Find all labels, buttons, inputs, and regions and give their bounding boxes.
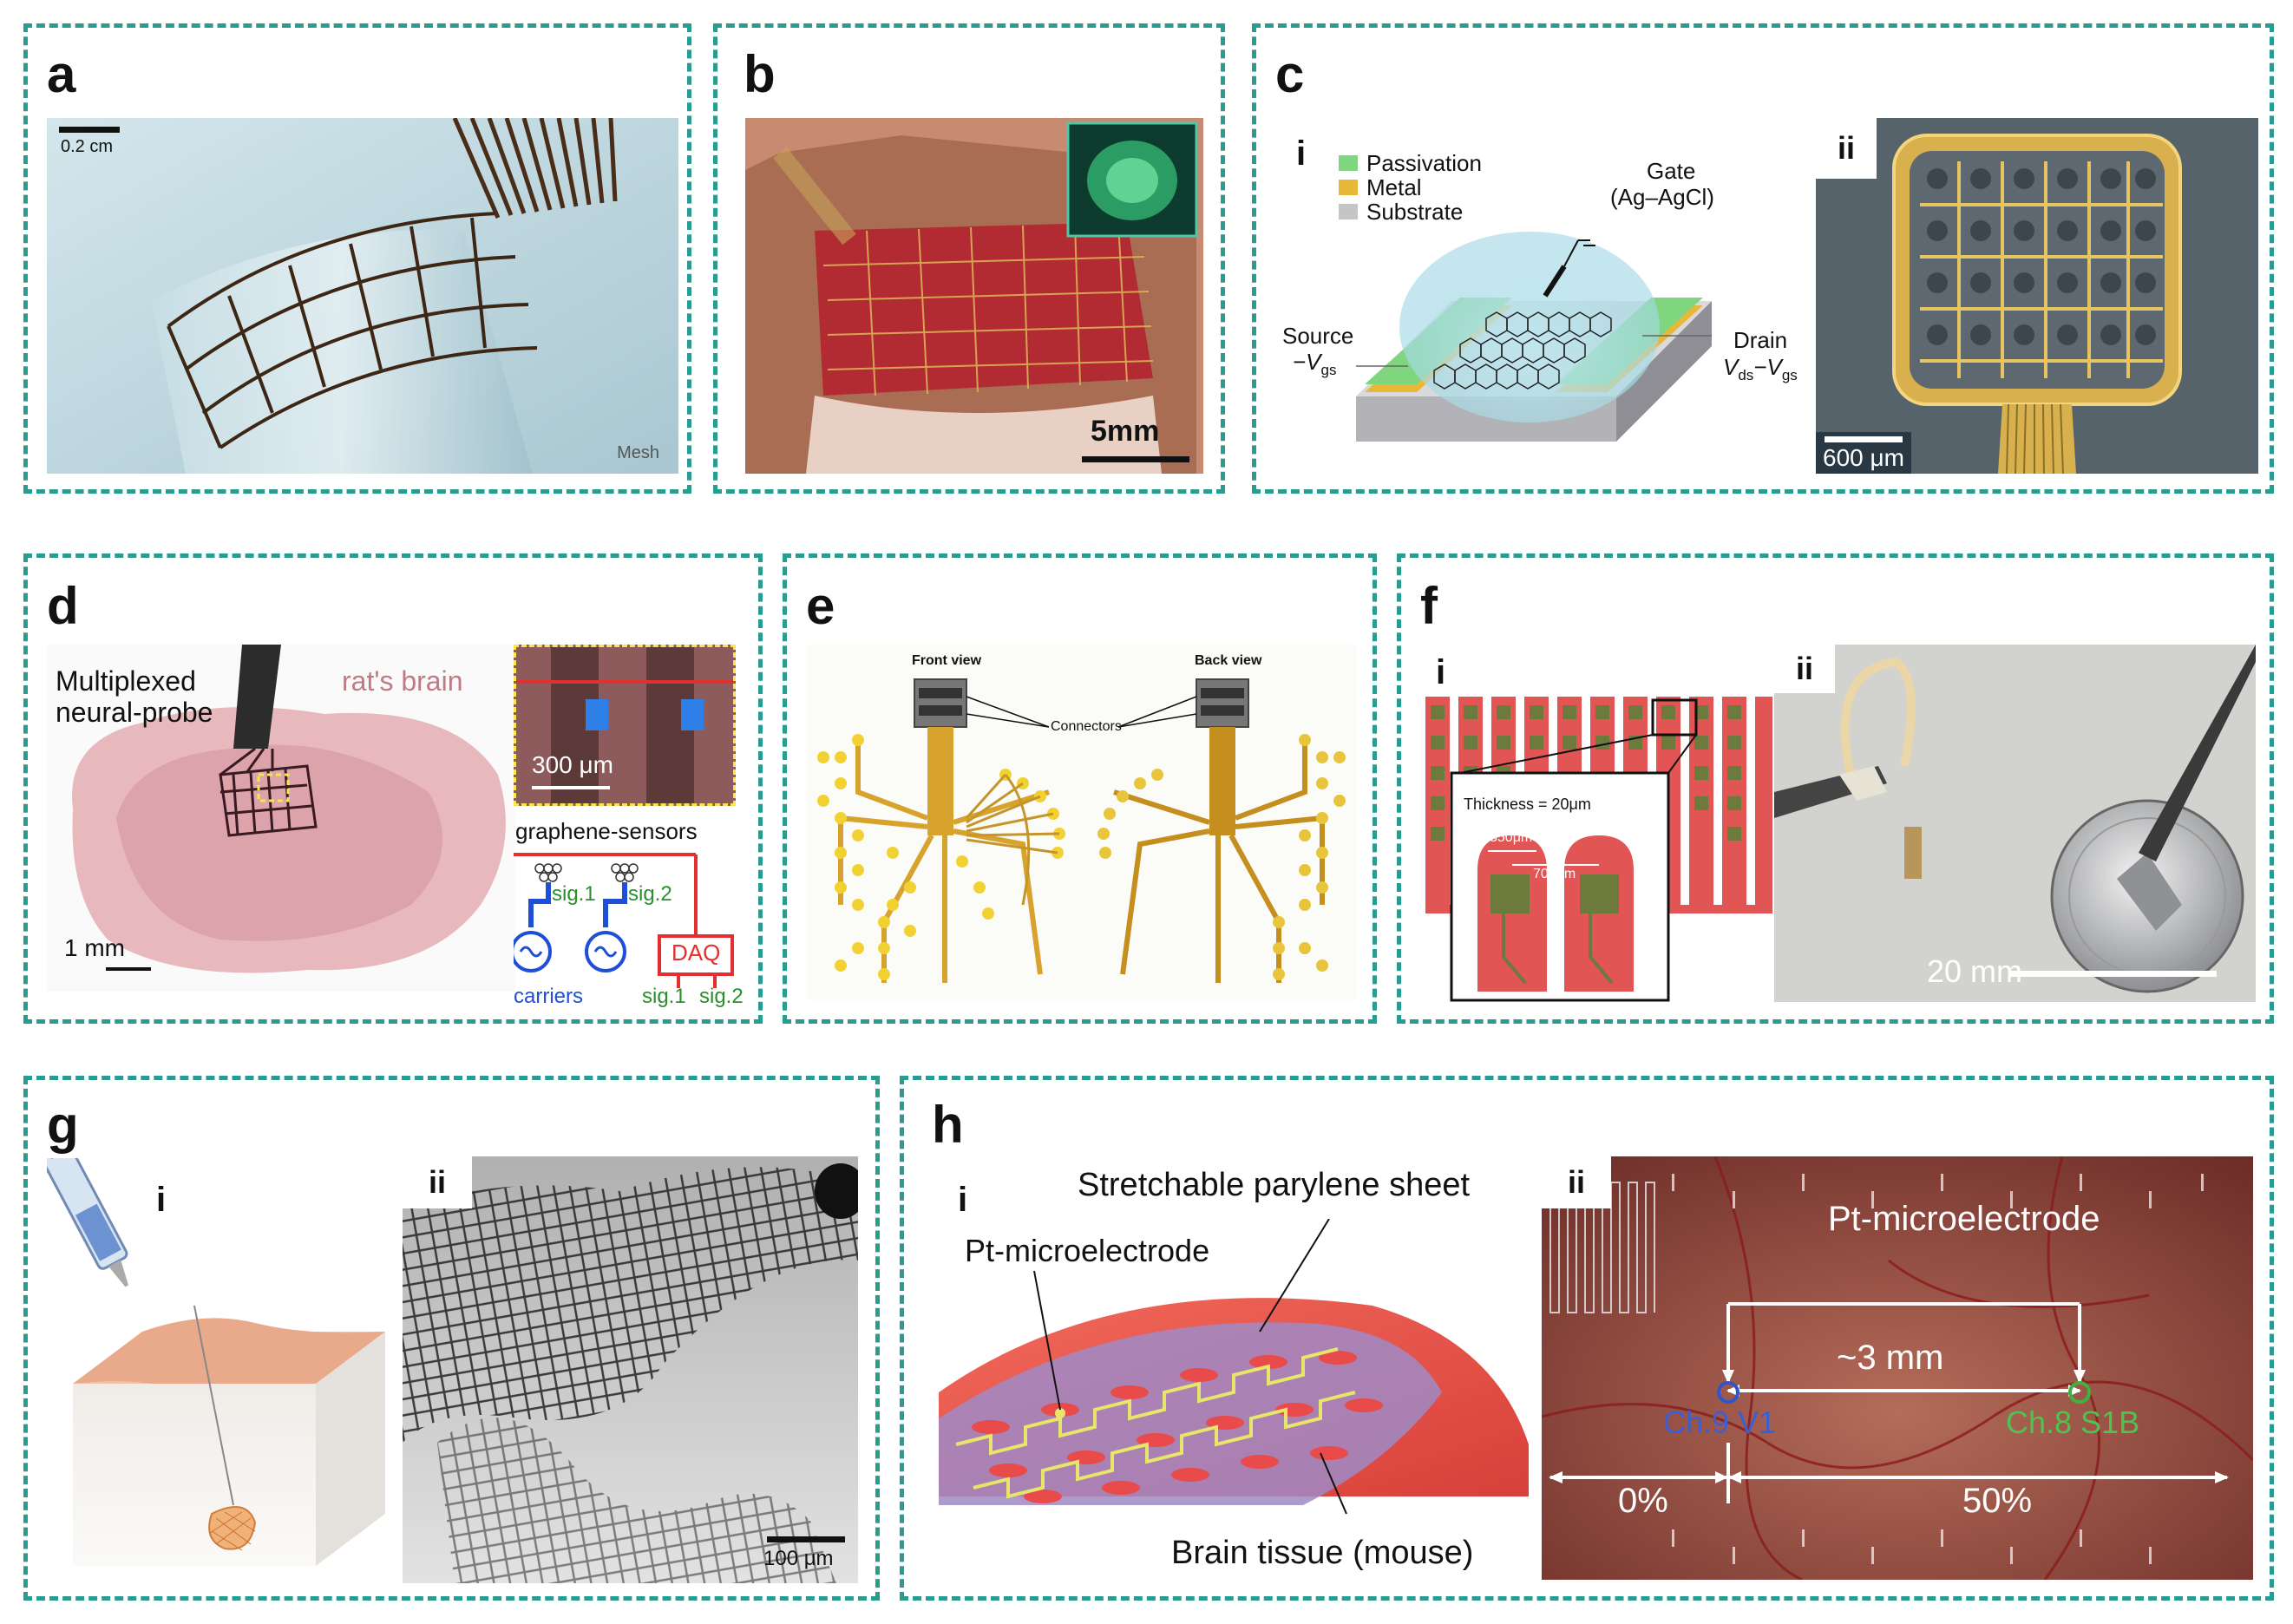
sensors-label: graphene-sensors [515, 818, 698, 844]
gate-sublabel: (Ag–AgCl) [1610, 184, 1714, 210]
scale-label: 20 mm [1927, 953, 2023, 989]
strain-50-label: 50% [1962, 1482, 2033, 1520]
panel-label-f: f [1420, 577, 1438, 635]
drain-voltage-v2-sub: gs [1781, 367, 1798, 384]
sublabel-ii: ii [1816, 118, 1877, 179]
mesh-electrode-photo: 0.2 cm Mesh [47, 118, 678, 474]
sublabel-i: i [1296, 134, 1307, 173]
panel-label-e: e [806, 577, 835, 635]
connectors-label: Connectors [1051, 719, 1122, 734]
sublabel-i: i [156, 1181, 167, 1219]
out-sig2-label: sig.2 [699, 985, 744, 1008]
scale-label: 5mm [1091, 415, 1160, 448]
scale-bar [106, 967, 151, 971]
gfet-schematic [1356, 214, 1729, 475]
tissue-label: Brain tissue (mouse) [1171, 1535, 1474, 1571]
distance-label: ~3 mm [1837, 1339, 1944, 1377]
sublabel-i: i [958, 1181, 968, 1219]
in-vivo-stretch-photo: ii Pt-microelectrode ~3 mm Ch.9 V1 Ch.8 … [1542, 1156, 2253, 1580]
rat-brain-photo: Multiplexed neural-probe rat's brain 1 m… [47, 645, 515, 992]
panel-label-d: d [47, 577, 79, 635]
sig2-label: sig.2 [628, 882, 672, 906]
back-view-label: Back view [1195, 653, 1262, 668]
scale-label: 100 μm [763, 1547, 834, 1570]
mesh-tag: Mesh [617, 443, 659, 462]
drain-voltage-v2: −V [1753, 354, 1782, 380]
strain-0-label: 0% [1618, 1482, 1668, 1520]
sublabel-ii: ii [403, 1156, 472, 1208]
front-view-label: Front view [912, 653, 982, 668]
panel-label-h: h [932, 1096, 964, 1154]
probe-label-line2: neural-probe [56, 697, 213, 728]
drain-voltage-v1-sub: ds [1738, 367, 1754, 384]
probe-label-line1: Multiplexed [56, 665, 196, 697]
sig1-label: sig.1 [552, 882, 596, 906]
sheet-label: Stretchable parylene sheet [1078, 1167, 1471, 1203]
daq-label: DAQ [672, 940, 721, 966]
parylene-sheet-illustration [939, 1219, 1529, 1566]
panel-label-g: g [47, 1096, 79, 1154]
sublabel-ii: ii [1774, 645, 1835, 693]
width-label-1: 350μm [1490, 830, 1533, 845]
electrode-layout-diagram: Thickness = 20μm 350μm 700μm [1425, 697, 1772, 1009]
ch9-label: Ch.9 V1 [1663, 1405, 1777, 1440]
panel-f: f i [1397, 553, 2274, 1024]
implanted-array-photo: 5mm [745, 118, 1203, 474]
multiplexing-circuit: sig.1 sig.2 DAQ carriers sig.1 sig.2 [514, 849, 748, 1014]
panel-label-a: a [47, 45, 76, 103]
panel-b: b 5mm [713, 23, 1225, 494]
panel-g: g i [23, 1076, 880, 1601]
ch8-label: Ch.8 S1B [2006, 1405, 2140, 1440]
substrate-swatch [1339, 204, 1358, 219]
panel-label-b: b [744, 45, 776, 103]
scale-bar [2008, 971, 2217, 977]
electrode-array-micrograph: ii 600 μm [1816, 118, 2258, 474]
source-voltage-main: −V [1293, 349, 1321, 375]
carriers-label: carriers [514, 985, 584, 1008]
drain-voltage: Vds−Vgs [1723, 354, 1798, 384]
sublabel-i: i [1436, 653, 1446, 691]
substrate-label: Substrate [1366, 198, 1464, 225]
width-label-2: 700μm [1533, 867, 1576, 881]
metal-swatch [1339, 180, 1358, 195]
scale-bar [767, 1536, 845, 1542]
source-voltage: −Vgs [1293, 349, 1337, 379]
scale-bar [1825, 436, 1903, 442]
sensor-inset-photo: 300 μm [514, 645, 736, 806]
mesh-electron-micrograph: ii 100 μm [403, 1156, 858, 1583]
flexible-array-photo: Front view Back view Connectors [806, 645, 1357, 1000]
scale-bar [1082, 456, 1189, 462]
source-label: Source [1282, 323, 1354, 349]
passivation-swatch [1339, 155, 1358, 171]
legend: Passivation Metal Substrate [1339, 149, 1482, 225]
thickness-label: Thickness = 20μm [1464, 796, 1591, 813]
scale-label: 0.2 cm [61, 137, 114, 156]
panel-d: d Multiplexed neural-probe rat's brain 1… [23, 553, 763, 1024]
scale-bar [59, 127, 120, 133]
scale-label: 1 mm [64, 934, 125, 961]
flexible-device-photo: ii 20 mm [1774, 645, 2256, 1002]
pt-electrode-label: Pt-microelectrode [965, 1233, 1210, 1268]
metal-label: Metal [1366, 174, 1422, 200]
source-voltage-sub: gs [1320, 362, 1337, 379]
sublabel-ii: ii [1542, 1156, 1611, 1208]
panel-c: c i Passivation Metal Substrate Gate (Ag… [1252, 23, 2274, 494]
passivation-label: Passivation [1366, 149, 1482, 176]
panel-a: a [23, 23, 691, 494]
pt-electrode-label-2: Pt-microelectrode [1828, 1200, 2100, 1238]
scale-label: 600 μm [1823, 444, 1904, 471]
syringe-injection-illustration [47, 1158, 394, 1583]
inset-scale-label: 300 μm [532, 751, 613, 778]
gate-label: Gate [1647, 158, 1696, 184]
inset-scale-bar [532, 786, 610, 789]
panel-h: h i Stretchable parylene sheet Pt-microe… [900, 1076, 2274, 1601]
panel-label-c: c [1275, 45, 1305, 103]
panel-e: e [783, 553, 1377, 1024]
drain-voltage-v1: V [1723, 354, 1739, 380]
brain-label: rat's brain [342, 665, 463, 697]
out-sig1-label: sig.1 [642, 985, 686, 1008]
drain-label: Drain [1733, 327, 1788, 353]
